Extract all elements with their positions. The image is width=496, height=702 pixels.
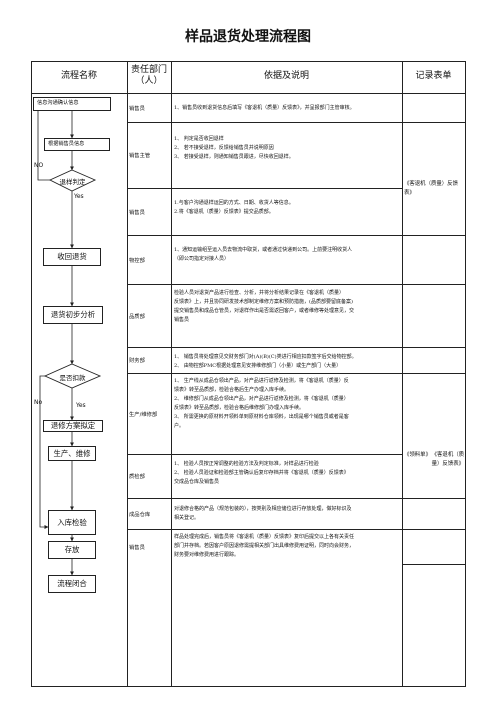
page-title: 样品退货处理流程图 <box>185 29 311 45</box>
row-description: 1、 销售员将处理意见交财务部门对(A)(B)(C)类进行相应扣款签字后交给物控… <box>174 353 401 371</box>
description-line: 样品处理完成后，销售员将《客退机（质量）反馈表》复印后提交以上各有关责任 <box>174 534 355 540</box>
flow-label-yes-2: Yes <box>76 402 86 409</box>
description-line: 检验人员对退货产品进行检查、分析，并将分析结果记录在《客退机（质量） <box>174 290 345 296</box>
description-line: 2、 维修部门从成品仓领出产品，对产品进行返修及检测，将《客退机（质量） <box>174 396 349 402</box>
flow-label-no-1: NO <box>34 162 44 169</box>
flow-label-no-2: No <box>34 399 43 406</box>
description-line: 1、通知运输组至运入员去物流中取货，或者通过快递到公司。上前要注明收货人 <box>174 247 353 253</box>
description-line: 销售员 <box>174 317 190 323</box>
header-desc: 依据及说明 <box>263 71 309 81</box>
flow-step-start: 信息沟通确认信息 <box>33 97 111 111</box>
description-line: 3、 所需更换的原材料开领料单到原材料仓库领料，出现是哪个销售员或者是客 <box>174 414 349 420</box>
description-line: 户。 <box>174 423 185 429</box>
description-line: 提交销售员和成品仓管员，对退样作出是否需返回客户，或者维修等处理意见，交 <box>174 308 355 314</box>
row-dept: 成品仓库 <box>129 511 151 518</box>
description-line: 相关登记。 <box>174 515 200 521</box>
row-description: 样品处理完成后，销售员将《客退机（质量）反馈表》复印后提交以上各有关责任部门并存… <box>174 533 401 560</box>
description-line: 反馈表》转至品质部，检验合格后维修部门办理入库手续。 <box>174 405 305 411</box>
row-description: 1、 检验人员按正常调整的检验方法及判定标准，对样品进行检验 2、 检验人员验证和… <box>174 460 401 487</box>
row-dept: 品质部 <box>129 313 145 320</box>
row-dept: 销售员 <box>129 544 145 551</box>
row-dept: 销售主管 <box>129 153 151 159</box>
flow-step-close: 流程闭合 <box>48 575 96 593</box>
row-description: 1、销售员收到退货信息后填写《客退机（质量）反馈表》，并呈报部门主管审核。 <box>174 104 401 113</box>
flow-step-analysis: 退货初步分析 <box>43 306 103 324</box>
description-line: 1、 生产线从成品仓领出产品，对产品进行返修及检测，将《客退机（质量）反 <box>174 378 349 384</box>
description-line: 部门并存档。若因客户原因退修需提相关部门出具维修费用证明，同时向会财务， <box>174 543 355 549</box>
flow-step-plan: 退修方案拟定 <box>43 420 103 432</box>
flow-step-storage: 存放 <box>48 541 96 559</box>
row-description: 1、 判定是否收回退样 2、 若不接受退样，反馈给销售员并说明原因 3、 若接受退样… <box>174 135 401 162</box>
header-dept: 责任部门（人） <box>130 65 167 86</box>
record-form-2b: 《客退机（质量）反馈表》 <box>431 452 464 467</box>
description-line: 2、 若不接受退样，反馈给销售员并说明原因 <box>174 145 274 151</box>
decision-return-shape <box>48 169 97 192</box>
description-line: 2.将《客退机（质量）反馈表》提交品质部。 <box>174 209 274 215</box>
flow-label-yes-1: Yes <box>74 193 84 200</box>
row-description: 检验人员对退货产品进行检查、分析，并将分析结果记录在《客退机（质量） 反馈表》上，… <box>174 289 401 325</box>
flow-decision-deduct-label: 是否扣款 <box>59 374 86 382</box>
description-line: 1、销售员收到退货信息后填写《客退机（质量）反馈表》，并呈报部门主管审核。 <box>174 105 355 111</box>
description-line: 1、 检验人员按正常调整的检验方法及判定标准，对样品进行检验 <box>174 461 319 467</box>
description-line: 2、 由物控部PMC根据处理意见安排维修部门（小量）或生产部门（大量） <box>174 363 342 369</box>
flow-step-receive: 收回退货 <box>43 248 101 266</box>
row-description: 1、通知运输组至运入员去物流中取货，或者通过快递到公司。上前要注明收货人 （即公司… <box>174 246 401 264</box>
decision-deduct-shape <box>43 363 102 389</box>
row-description: 1.与客户沟通退样运回的方式、日期、收货人等信息。 2.将《客退机（质量）反馈表》… <box>174 199 401 217</box>
flow-step-production: 生产、维修 <box>48 446 96 461</box>
description-line: 交成品仓库及销售员 <box>174 479 220 485</box>
description-line: 1.与客户沟通退样运回的方式、日期、收货人等信息。 <box>174 200 294 206</box>
description-line: 1、 销售员将处理意见交财务部门对(A)(B)(C)类进行相应扣款签字后交给物控… <box>174 354 357 360</box>
row-dept: 物控部 <box>129 257 145 264</box>
header-record: 记录表单 <box>415 71 452 81</box>
description-line: 1、 判定是否收回退样 <box>174 136 224 142</box>
row-dept: 销售员 <box>129 105 145 112</box>
description-line: （即公司指定对接人员） <box>174 256 230 262</box>
row-description: 1、 生产线从成品仓领出产品，对产品进行返修及检测，将《客退机（质量）反 馈表》… <box>174 377 401 431</box>
flow-step-inspection: 入库检验 <box>48 510 96 535</box>
description-line: 馈表》转至品质部，检验合格后生产办理入库手续。 <box>174 387 290 393</box>
flow-decision-return-label: 退样判定 <box>59 178 86 186</box>
record-form-1: 《客退机（质量）反馈表》 <box>404 181 458 196</box>
row-dept: 质检部 <box>129 474 145 480</box>
row-dept: 销售员 <box>129 209 145 216</box>
row-dept: 生产/维修部 <box>129 411 158 418</box>
header-flow: 流程名称 <box>60 71 97 81</box>
description-line: 反馈表》上，并且协同研发技术部制定维修方案和预防措施，(品质部要留底备案) <box>174 299 353 305</box>
description-line: 财务要对维修费用进行跟踪。 <box>174 552 240 558</box>
record-form-2a: 《领料单》 <box>404 452 431 458</box>
description-line: 2、 检验人员验证和检验部主管确认后复印存档并将《客退机（质量）反馈表》 <box>174 470 349 476</box>
description-line: 对退修合格的产品（规范包装的），按类别及相应储位进行存放处理，做好标识及 <box>174 506 352 512</box>
row-dept: 财务部 <box>129 358 145 364</box>
description-line: 3、 若接受退样，则通知销售员跟进，尽快收回退样。 <box>174 154 294 160</box>
row-description: 对退修合格的产品（规范包装的），按类别及相应储位进行存放处理，做好标识及相关登记… <box>174 505 401 523</box>
flow-step-confirm: 根据销售员信息 <box>44 138 110 151</box>
